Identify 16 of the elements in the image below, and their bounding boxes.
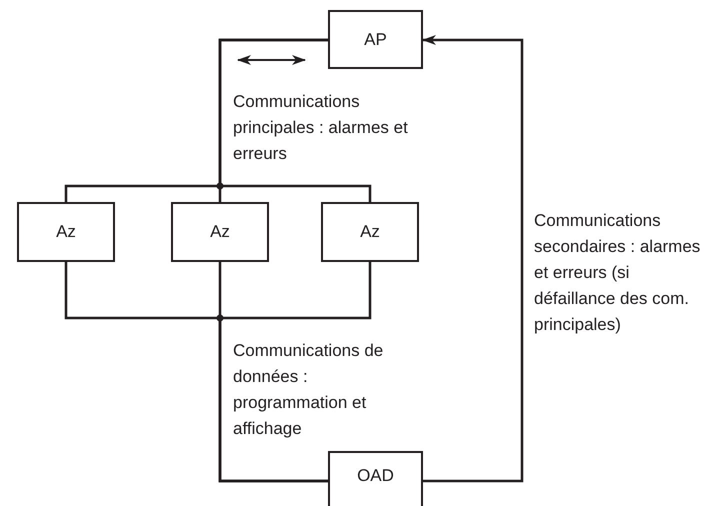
box-label: AP xyxy=(364,28,387,51)
box-label: Az xyxy=(210,221,230,244)
box-label: Az xyxy=(360,221,380,244)
box-label: Az xyxy=(56,221,76,244)
process-box xyxy=(17,202,115,262)
process-box xyxy=(171,202,269,262)
process-box xyxy=(328,451,423,506)
connector-line xyxy=(218,38,372,202)
annotation-text: Communications principales : alarmes et erreurs xyxy=(233,91,409,165)
annotation-text: Communications secondaires : alarmes et erreurs (si défaillance des com. principales) xyxy=(534,210,702,336)
annotation-text: Communications de données : programmation et affichage xyxy=(233,340,384,440)
process-box xyxy=(328,10,423,69)
connector-line xyxy=(218,262,372,482)
process-box xyxy=(321,202,419,262)
box-label: OAD xyxy=(357,465,394,488)
arrow xyxy=(422,35,524,482)
